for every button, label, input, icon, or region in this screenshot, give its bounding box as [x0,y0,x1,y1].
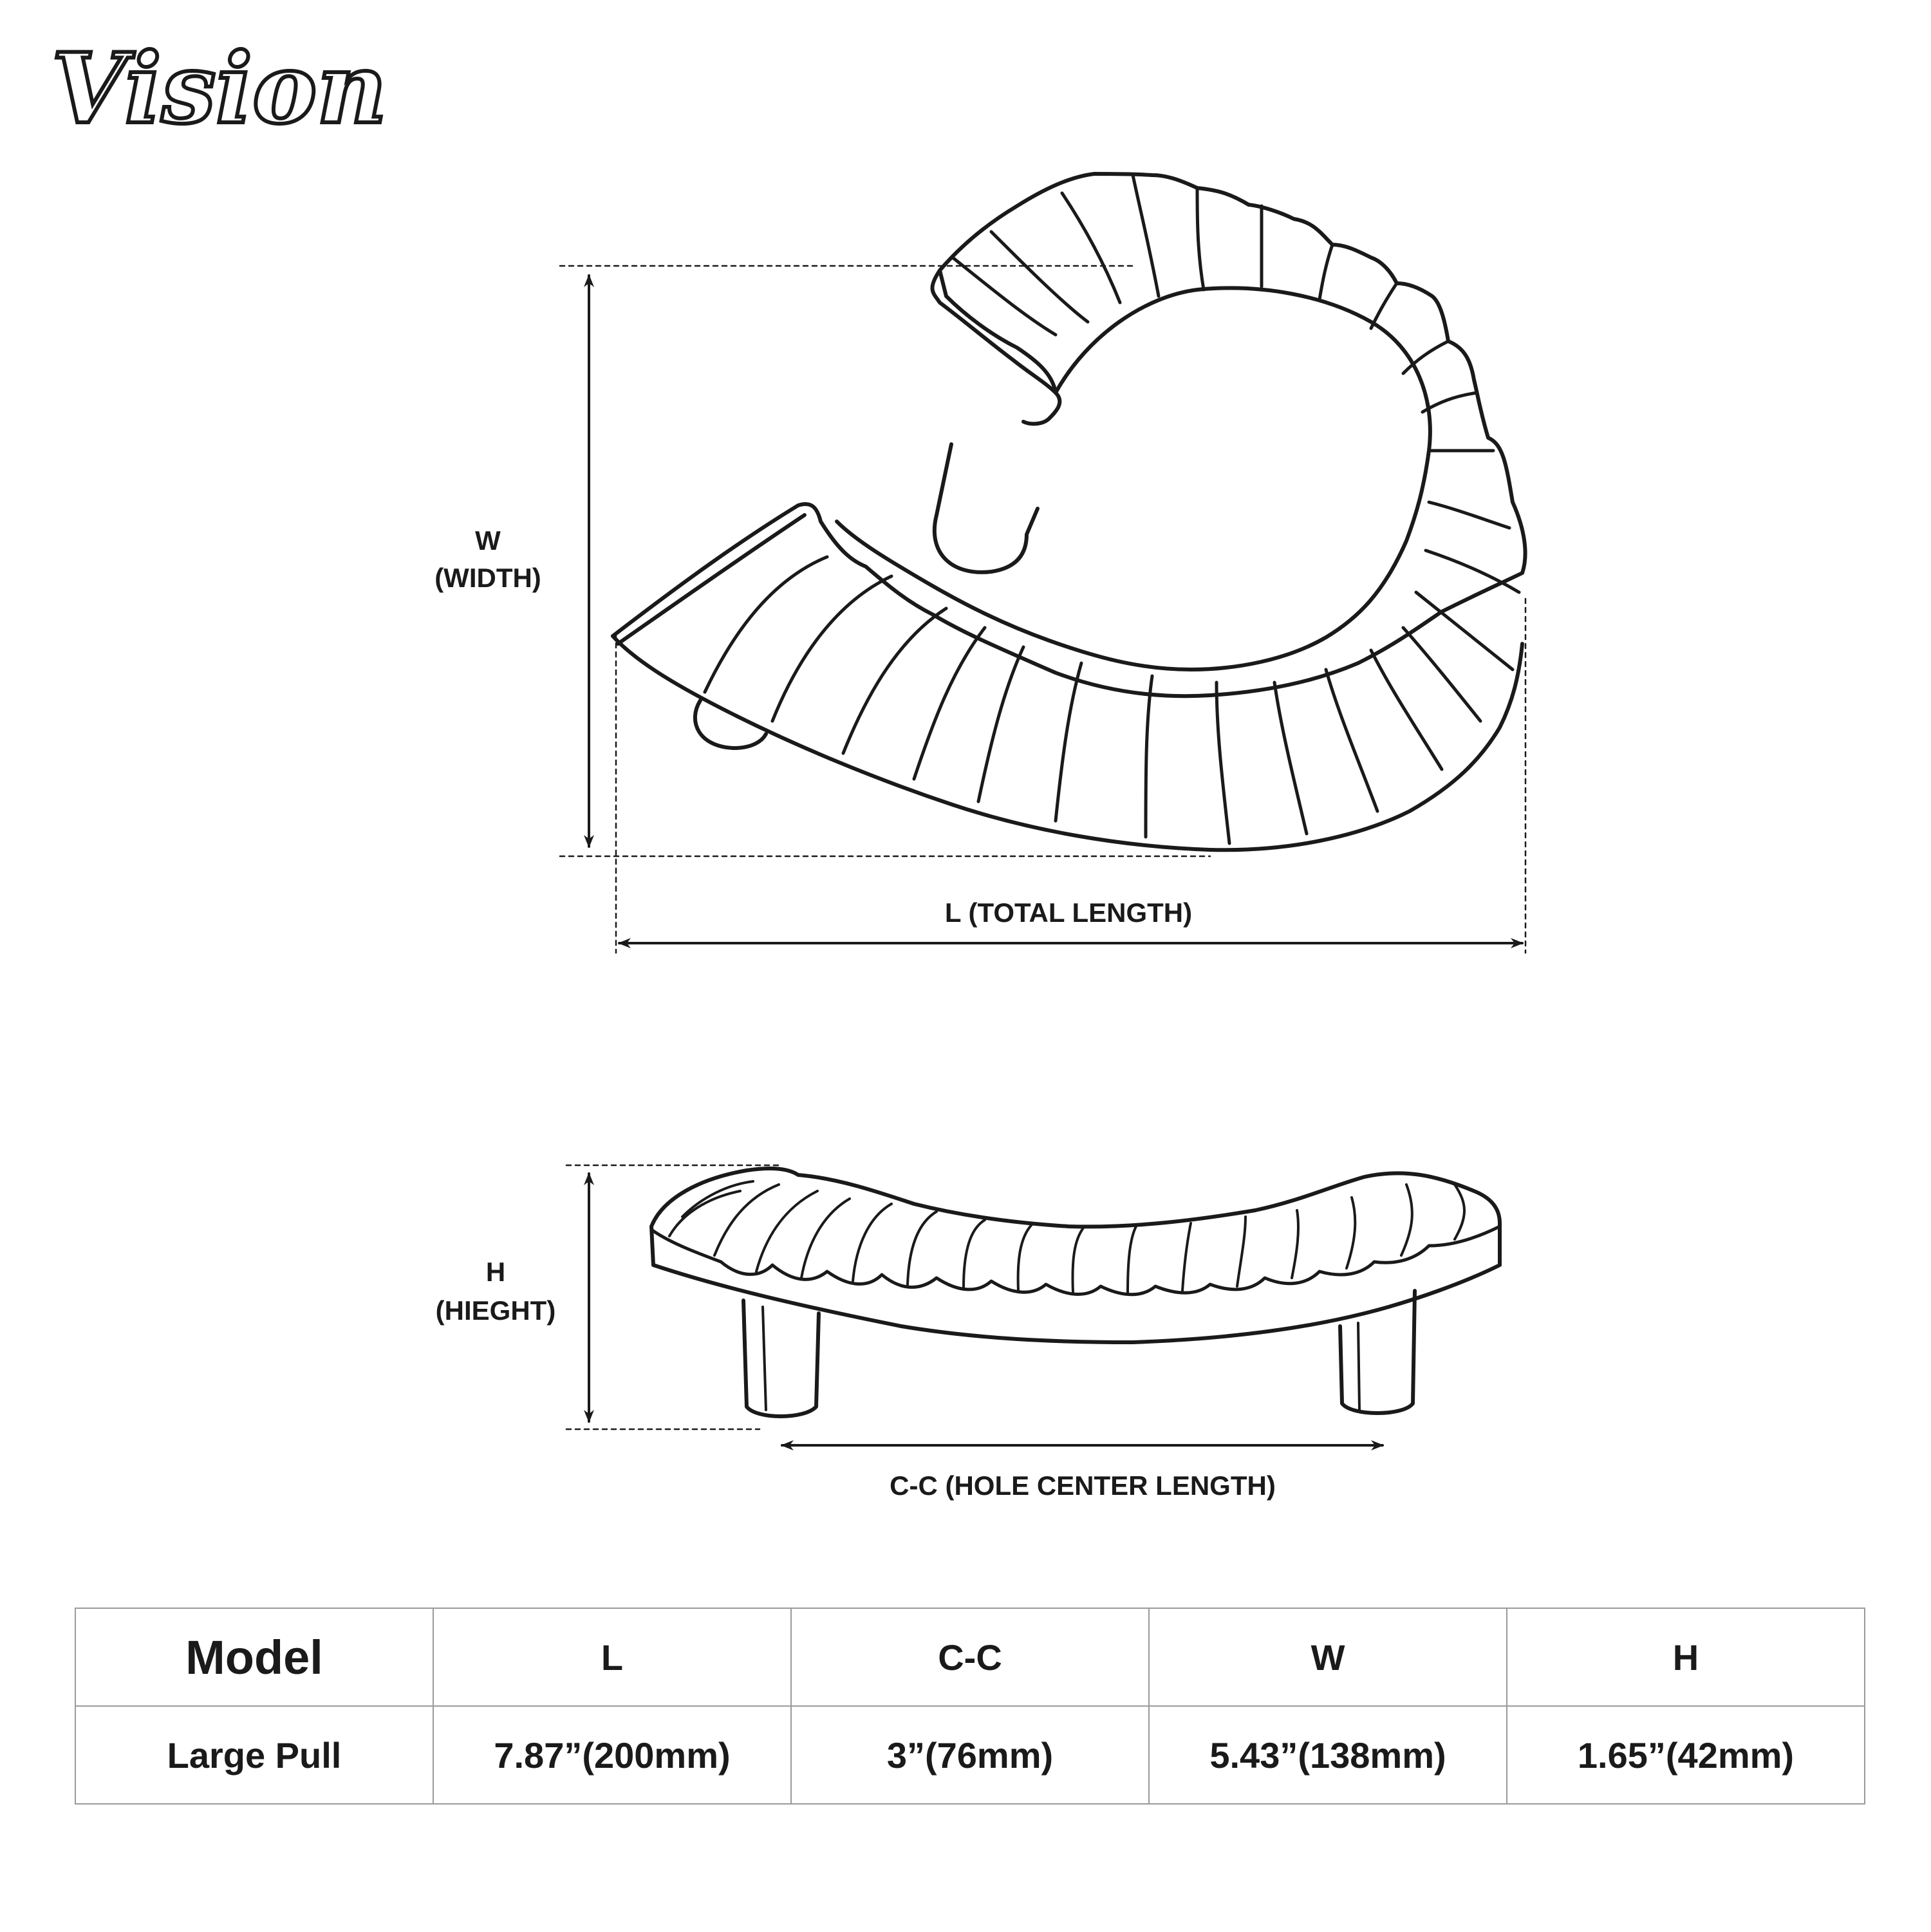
side-view-left-post [742,1299,821,1418]
cell-l: 7.87”(200mm) [433,1705,792,1805]
top-view-left-post [693,699,768,750]
header-l: L [433,1608,792,1707]
top-view-inner-curve [835,286,1432,671]
cell-model: Large Pull [75,1705,434,1805]
header-cc: C-C [790,1608,1150,1707]
vision-logo: Vision [50,39,389,147]
side-view-right-post [1338,1289,1417,1415]
width-sublabel: (WIDTH) [434,563,541,593]
height-sublabel: (HIEGHT) [436,1295,556,1326]
top-view-handle-outline [611,172,1527,699]
side-view-ribs [668,1180,1466,1294]
cell-cc: 3”(76mm) [790,1705,1150,1805]
cell-h: 1.65”(42mm) [1506,1705,1865,1805]
header-h: H [1506,1608,1865,1707]
top-view-bottom-edge [611,634,1524,852]
table-row: Large Pull 7.87”(200mm) 3”(76mm) 5.43”(1… [75,1705,1865,1805]
side-view-scallop-edge [649,1224,1502,1297]
technical-drawing: W (WIDTH) L (TOTAL LENGTH) H (HIEGHT) C-… [434,172,1527,1501]
table-header-row: Model L C-C W H [75,1608,1865,1707]
side-view-handle-body [649,1166,1502,1344]
logo-text: Vision [51,39,387,145]
top-view-ribs [703,173,1521,845]
side-view-extension-lines [565,1164,780,1430]
spec-table: Model L C-C W H Large Pull 7.87”(200mm) … [75,1608,1865,1805]
cc-label: C-C (HOLE CENTER LENGTH) [890,1470,1276,1501]
length-label: L (TOTAL LENGTH) [945,897,1192,928]
header-model: Model [75,1608,434,1707]
height-label: H [486,1257,505,1287]
cell-w: 5.43”(138mm) [1148,1705,1507,1805]
top-view-top-post [932,442,1040,574]
side-view [565,1164,1502,1450]
width-label: W [475,525,501,556]
top-view-extension-lines [559,265,1527,954]
top-view [559,172,1527,954]
header-w: W [1148,1608,1507,1707]
